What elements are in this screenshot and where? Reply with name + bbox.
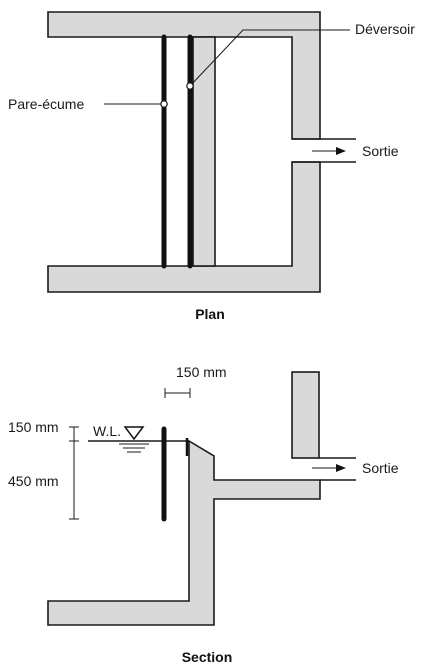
plan-weir-label: Déversoir bbox=[355, 21, 415, 37]
plan-outlet-label: Sortie bbox=[362, 143, 399, 159]
plan-tank-wall-lower bbox=[47, 161, 321, 293]
plan-title: Plan bbox=[195, 306, 225, 322]
plan-weir-strip bbox=[192, 36, 216, 267]
water-level-triangle-icon bbox=[123, 426, 145, 441]
section-water-level-label: W.L. bbox=[93, 423, 121, 439]
plan-scum-baffle-leader-dot bbox=[160, 100, 168, 108]
section-title: Section bbox=[182, 649, 233, 665]
section-view: Sortie W.L. 150 mm 150 mm 450 mm Section bbox=[8, 364, 399, 665]
section-dim-left-upper-label: 150 mm bbox=[8, 419, 59, 435]
plan-tank-wall bbox=[47, 11, 321, 140]
section-outlet-arrowhead bbox=[336, 464, 346, 472]
section-dim-top-label: 150 mm bbox=[176, 364, 227, 380]
section-dim-left-lower-label: 450 mm bbox=[8, 473, 59, 489]
section-tank-wall bbox=[47, 439, 321, 626]
plan-weir-leader-dot bbox=[186, 82, 194, 90]
section-outlet-label: Sortie bbox=[362, 460, 399, 476]
plan-weir-leader bbox=[189, 29, 350, 87]
section-outlet-wall bbox=[291, 371, 320, 459]
plan-scum-baffle-label: Pare-écume bbox=[8, 96, 84, 112]
plan-view: Déversoir Pare-écume Sortie Plan bbox=[8, 11, 415, 322]
plan-outlet-arrowhead bbox=[336, 147, 346, 155]
